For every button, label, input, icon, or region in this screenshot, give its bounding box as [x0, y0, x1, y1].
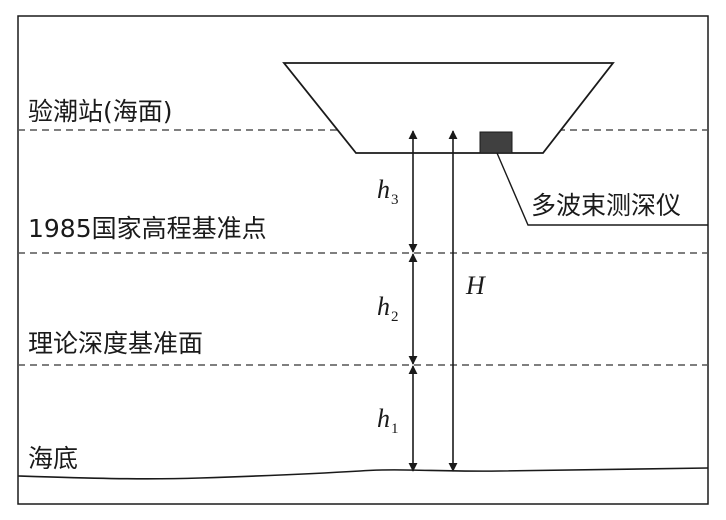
multibeam-leader-line [496, 152, 708, 226]
ship-hull [282, 62, 615, 154]
h1-label: h1 [377, 404, 399, 437]
H-label: H [466, 271, 485, 300]
tide-station-label: 验潮站(海面) [28, 97, 173, 126]
h2-label: h2 [377, 292, 399, 325]
seabed-label: 海底 [28, 444, 79, 473]
h3-label: h3 [377, 175, 399, 208]
theoretical-datum-label: 理论深度基准面 [28, 329, 204, 358]
datum-1985-label: 1985国家高程基准点 [28, 214, 267, 243]
multibeam-transducer [479, 131, 513, 154]
multibeam-label: 多波束测深仪 [531, 191, 682, 220]
diagram-frame [17, 15, 709, 505]
seabed-line [17, 467, 709, 480]
